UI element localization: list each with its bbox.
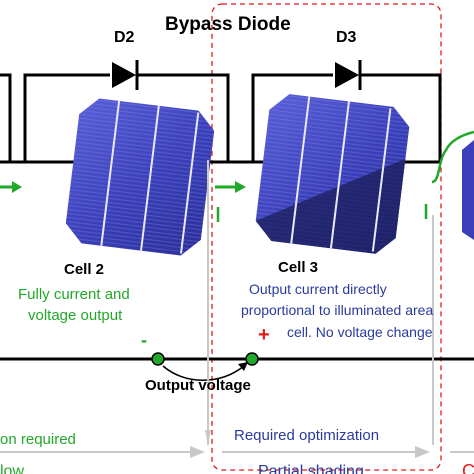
cell-3-label: Cell 3 bbox=[278, 259, 319, 276]
diagram-title: Bypass Diode bbox=[165, 14, 291, 35]
left-bottom-label: low bbox=[0, 463, 25, 474]
right-bottom-label: C bbox=[462, 461, 474, 474]
diode-d2-label: D2 bbox=[114, 29, 135, 46]
voltage-arc bbox=[162, 365, 245, 381]
diode-d3 bbox=[335, 60, 362, 90]
diode-d3-label: D3 bbox=[336, 29, 357, 46]
solar-cell-2 bbox=[65, 98, 215, 256]
plus-sign: + bbox=[258, 324, 270, 346]
cell-2-label: Cell 2 bbox=[64, 261, 105, 278]
left-required-label: on required bbox=[0, 431, 76, 448]
cell-3-description-line: Output current directly bbox=[249, 281, 387, 297]
current-arrows bbox=[0, 130, 474, 193]
grey-connectors bbox=[0, 160, 474, 453]
partial-shading-label: Partial shading bbox=[258, 463, 364, 474]
terminal-minus bbox=[151, 352, 165, 366]
solar-cell-3 bbox=[255, 94, 410, 254]
cell-3-description-line: cell. No voltage change bbox=[287, 324, 433, 340]
output-voltage-label: Output voltage bbox=[145, 377, 251, 394]
diode-d2 bbox=[112, 60, 139, 90]
required-optimization-label: Required optimization bbox=[234, 427, 380, 444]
cell-3-description-line: proportional to illuminated area bbox=[241, 302, 434, 318]
solar-cell-4-partial bbox=[462, 140, 474, 240]
minus-sign: - bbox=[141, 330, 147, 350]
cell-2-description-line: voltage output bbox=[28, 307, 123, 324]
cell-2-description-line: Fully current and bbox=[18, 286, 130, 303]
terminal-plus bbox=[245, 352, 259, 366]
